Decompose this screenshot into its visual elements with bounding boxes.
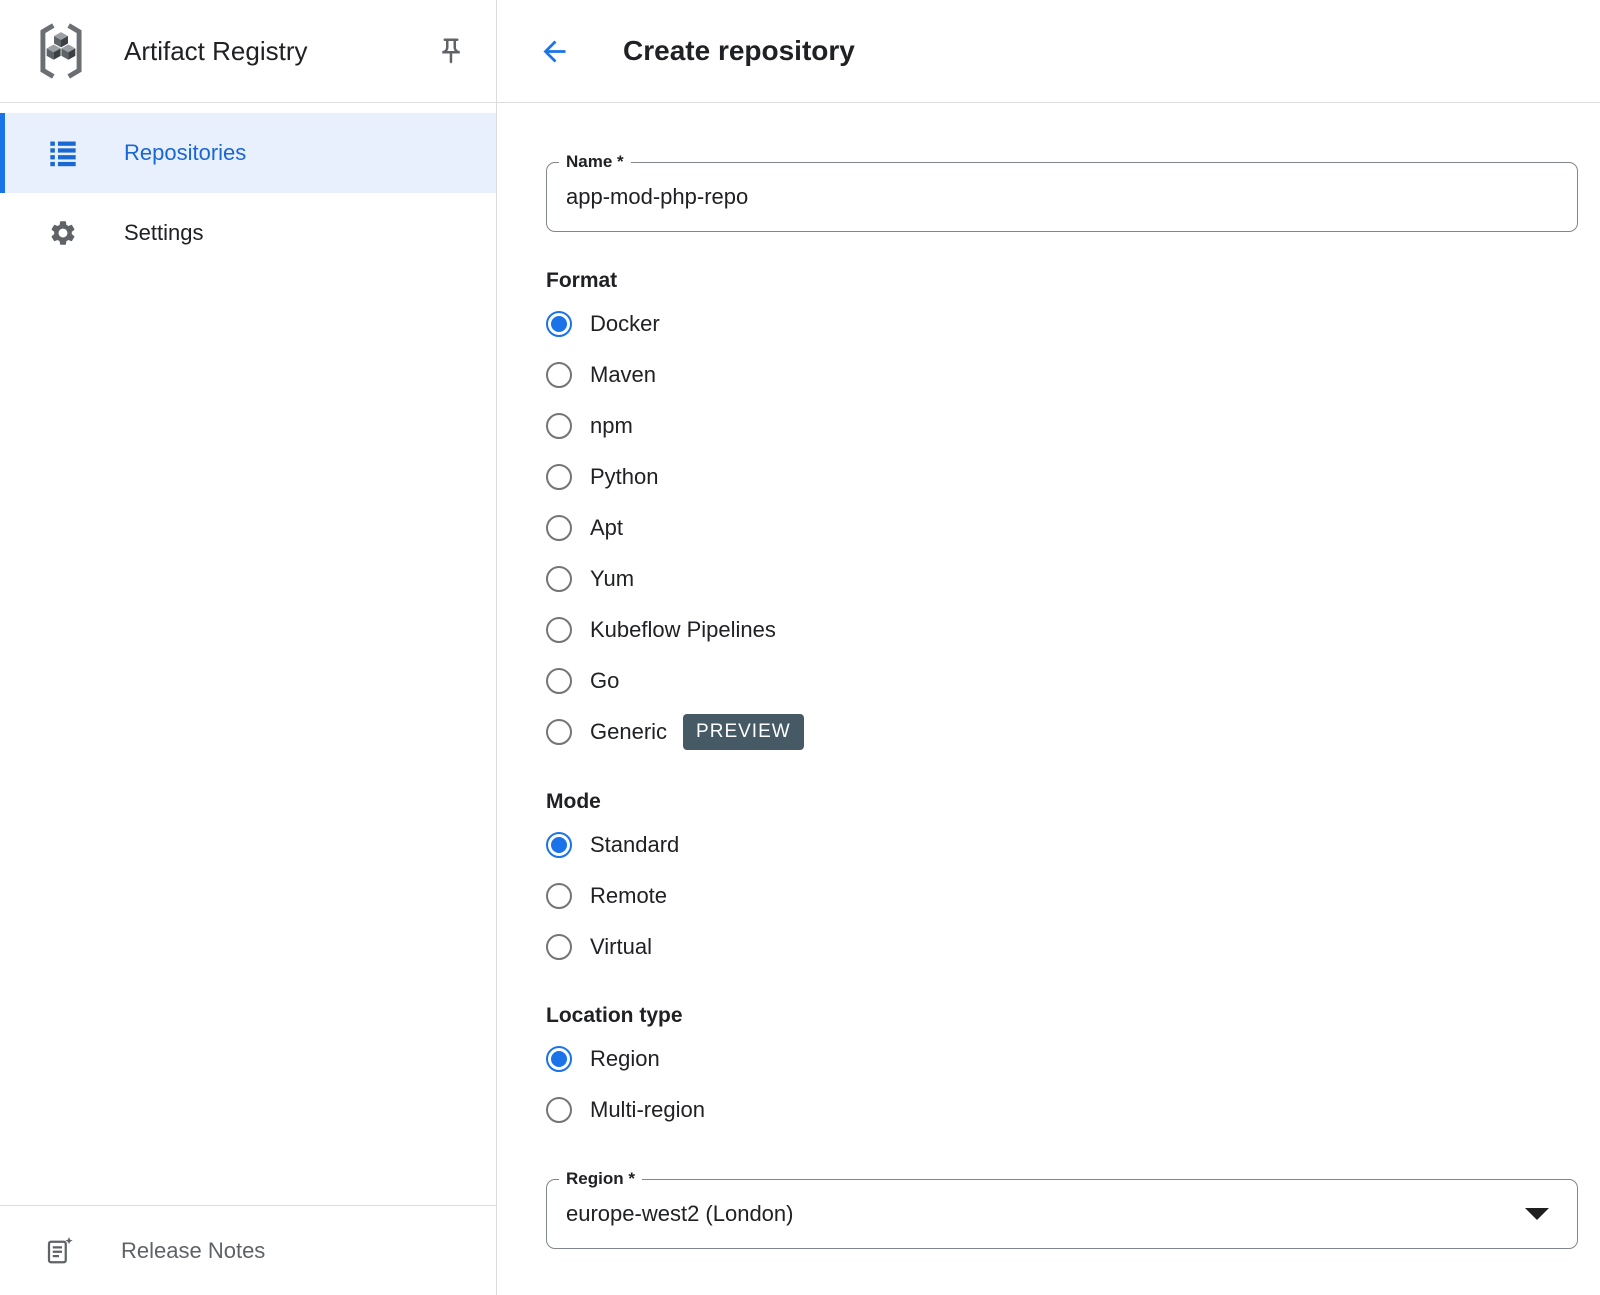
region-field-label: Region * xyxy=(559,1169,642,1189)
radio-selected-icon[interactable] xyxy=(546,310,572,337)
radio-label: Generic xyxy=(590,718,668,744)
format-option-generic[interactable]: Generic PREVIEW xyxy=(546,706,1578,757)
release-notes-icon xyxy=(47,1236,73,1263)
mode-radio-group: Standard Remote Virtual xyxy=(546,819,1578,972)
sidebar-item-settings[interactable]: Settings xyxy=(0,193,496,273)
radio-label: Standard xyxy=(590,831,680,857)
preview-badge: PREVIEW xyxy=(683,713,804,750)
radio-selected-icon[interactable] xyxy=(546,1045,572,1072)
page-header: Create repository xyxy=(497,0,1600,103)
release-notes-link[interactable]: Release Notes xyxy=(0,1205,496,1295)
format-option-maven[interactable]: Maven xyxy=(546,349,1578,400)
sidebar: Artifact Registry Repositories xyxy=(0,0,497,1295)
back-button[interactable] xyxy=(538,35,571,68)
sidebar-item-label: Repositories xyxy=(124,140,247,165)
pin-button[interactable] xyxy=(436,36,466,66)
format-option-npm[interactable]: npm xyxy=(546,400,1578,451)
format-option-yum[interactable]: Yum xyxy=(546,553,1578,604)
name-field-label: Name * xyxy=(559,152,631,172)
region-field-value: europe-west2 (London) xyxy=(566,1201,794,1226)
artifact-registry-logo-icon xyxy=(40,23,82,79)
radio-icon[interactable] xyxy=(546,933,572,960)
location-option-region[interactable]: Region xyxy=(546,1033,1578,1084)
create-repository-form: Name * app-mod-php-repo Format Docker Ma… xyxy=(497,103,1600,1249)
mode-option-remote[interactable]: Remote xyxy=(546,870,1578,921)
page-title: Create repository xyxy=(623,35,855,66)
mode-option-virtual[interactable]: Virtual xyxy=(546,921,1578,972)
release-notes-label: Release Notes xyxy=(121,1237,266,1263)
radio-icon[interactable] xyxy=(546,361,572,388)
format-option-python[interactable]: Python xyxy=(546,451,1578,502)
radio-icon[interactable] xyxy=(546,718,572,745)
format-option-kubeflow-pipelines[interactable]: Kubeflow Pipelines xyxy=(546,604,1578,655)
list-icon xyxy=(50,141,76,167)
radio-icon[interactable] xyxy=(546,882,572,909)
radio-label: npm xyxy=(590,412,633,438)
location-type-radio-group: Region Multi-region xyxy=(546,1033,1578,1135)
radio-icon[interactable] xyxy=(546,565,572,592)
app-title: Artifact Registry xyxy=(124,35,308,66)
radio-icon[interactable] xyxy=(546,667,572,694)
location-option-multi-region[interactable]: Multi-region xyxy=(546,1084,1578,1135)
radio-label: Multi-region xyxy=(590,1096,705,1122)
arrow-back-icon xyxy=(543,40,566,62)
format-option-go[interactable]: Go xyxy=(546,655,1578,706)
radio-label: Maven xyxy=(590,361,657,387)
dropdown-arrow-icon xyxy=(1525,1208,1549,1220)
format-option-docker[interactable]: Docker xyxy=(546,298,1578,349)
radio-icon[interactable] xyxy=(546,463,572,490)
sidebar-item-repositories[interactable]: Repositories xyxy=(0,113,496,193)
radio-label: Region xyxy=(590,1045,660,1071)
sidebar-header: Artifact Registry xyxy=(0,0,496,103)
radio-label: Python xyxy=(590,463,659,489)
region-select[interactable]: Region * europe-west2 (London) xyxy=(546,1169,1578,1249)
sidebar-nav: Repositories Settings xyxy=(0,103,496,273)
radio-label: Docker xyxy=(590,310,660,336)
radio-icon[interactable] xyxy=(546,514,572,541)
radio-selected-icon[interactable] xyxy=(546,831,572,858)
gear-icon xyxy=(51,221,75,245)
radio-label: Kubeflow Pipelines xyxy=(590,616,776,642)
main-panel: Create repository Name * app-mod-php-rep… xyxy=(497,0,1600,1295)
sidebar-item-label: Settings xyxy=(124,220,204,245)
format-radio-group: Docker Maven npm Python Apt xyxy=(546,298,1578,757)
radio-label: Yum xyxy=(590,565,635,591)
name-field-value: app-mod-php-repo xyxy=(566,184,749,209)
radio-label: Apt xyxy=(590,514,624,540)
location-type-section-label: Location type xyxy=(546,1004,683,1027)
radio-label: Virtual xyxy=(590,933,652,959)
format-section-label: Format xyxy=(546,269,618,292)
mode-option-standard[interactable]: Standard xyxy=(546,819,1578,870)
radio-icon[interactable] xyxy=(546,1096,572,1123)
radio-icon[interactable] xyxy=(546,412,572,439)
mode-section-label: Mode xyxy=(546,790,601,813)
radio-label: Go xyxy=(590,667,620,693)
pin-icon xyxy=(442,38,460,64)
radio-icon[interactable] xyxy=(546,616,572,643)
name-input[interactable]: Name * app-mod-php-repo xyxy=(546,152,1578,232)
format-option-apt[interactable]: Apt xyxy=(546,502,1578,553)
radio-label: Remote xyxy=(590,882,668,908)
